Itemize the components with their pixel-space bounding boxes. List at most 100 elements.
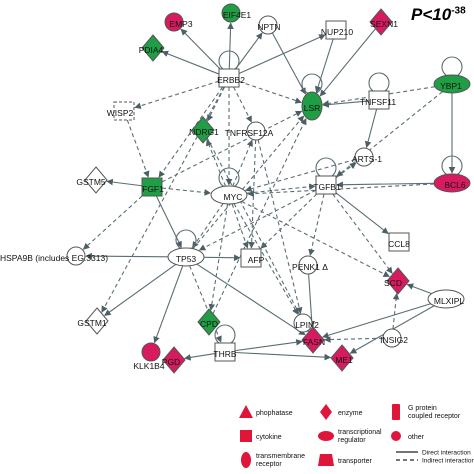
node-mlxipl[interactable]: MLXIPL [427,289,465,309]
node-afp[interactable]: AFP [240,248,265,268]
edge-arts1-myc [245,158,356,192]
edge-tgfb1-penk1 [308,193,325,256]
node-thrb[interactable]: THRB [213,342,237,362]
self-loop-tp53 [175,229,197,251]
node-label: AFP [248,255,265,265]
node-label: HSPA9B (includes EG:3313) [0,253,108,263]
edge-ndrg1-fasn [206,137,309,332]
node-label: BCL6 [444,180,466,190]
edge-mlxipl-scd [406,283,432,295]
node-insig2[interactable]: INSIG2 [380,328,408,348]
edge-layer [82,22,456,361]
node-tnfsf11[interactable]: TNFSF11 [360,90,396,110]
node-arts1[interactable]: ARTS-1 [352,147,382,167]
node-lsr[interactable]: LSR [301,91,323,121]
node-hspa9b[interactable]: HSPA9B (includes EG:3313) [0,246,108,266]
node-tgfb1[interactable]: TGFB1 [313,175,341,195]
edge-nup210-lsr [314,38,334,93]
node-label: FGF1 [142,184,164,194]
node-nup210[interactable]: NUP210 [321,20,353,40]
node-shape [433,173,471,193]
node-label: KLK1B4 [133,361,164,371]
edge-tp53-fasn [196,263,306,336]
legend-item-enzyme: enzyme [320,404,363,420]
edge-penk1-fasn [308,273,316,328]
node-penk1[interactable]: PENK1 Δ [292,255,328,275]
edge-fgf1-lsr [161,110,303,183]
node-lpin2[interactable]: LPIN2 [293,313,319,333]
node-label: WISP2 [107,108,134,118]
node-shape [84,166,108,194]
node-tp53[interactable]: TP53 [167,247,205,267]
node-shape [301,326,325,354]
node-wisp2[interactable]: WISP2 [107,101,135,121]
node-cpd[interactable]: CPD [197,308,221,336]
edge-fgf1-myc [161,187,212,196]
legend-trapezoid-icon [318,454,334,466]
node-label: NDRG1 [189,127,219,137]
edge-tp53-lsr [192,115,305,250]
node-shape [427,289,465,309]
legend-label: phophatase [256,410,293,417]
legend-rect-tall-icon [392,404,400,420]
legend-ellipse-icon [318,431,334,441]
edge-erbb2-fgf1 [158,86,224,178]
node-ccl8[interactable]: CCL8 [388,232,410,252]
node-label: PDIA4 [139,45,164,55]
edge-erbb2-eif4e1 [227,22,234,70]
edge-mlxipl-fasn [322,303,431,339]
node-shape [113,101,135,121]
significance-text: P<10 [411,5,452,24]
node-label: INSIG2 [380,335,408,345]
edge-tp53-afp [203,254,241,262]
node-shape [354,147,374,167]
node-erbb2[interactable]: ERBB2 [217,68,245,88]
node-tnfrsf12a[interactable]: TNFRSF12A [225,121,274,141]
node-label: LSR [304,103,321,113]
node-shape [382,328,402,348]
node-label: CCL8 [388,239,410,249]
edge-thrb-fasn [234,339,303,352]
node-fgf1[interactable]: FGF1 [141,177,164,197]
edge-tgfb1-afp [260,193,318,249]
node-shape [315,175,337,195]
node-gstm5[interactable]: GSTM5 [76,166,108,194]
node-shape [298,255,318,275]
node-shape [191,116,215,144]
node-pdia4[interactable]: PDIA4 [139,34,165,62]
node-label: ARTS-1 [352,154,382,164]
node-gstm1[interactable]: GSTM1 [77,307,109,335]
node-pgd[interactable]: PGD [162,346,186,374]
node-ndrg1[interactable]: NDRG1 [189,116,219,144]
edge-erbb2-nup210 [238,34,326,75]
node-shape [330,344,354,372]
node-ybp1[interactable]: YBP1 [433,74,471,94]
node-label: TP53 [176,254,197,264]
node-nptn[interactable]: NPTN [257,15,281,35]
node-bcl6[interactable]: BCL6 [433,173,471,193]
node-label: THRB [213,349,236,359]
node-eif4e1[interactable]: EIF4E1 [221,3,251,23]
node-shape [369,8,393,36]
edge-erbb2-pdia4 [161,50,220,75]
node-myc[interactable]: MYC [210,185,248,205]
edge-nptn-lsr [271,32,306,95]
node-shape [214,342,236,362]
node-shape [240,248,262,268]
node-klk1b4[interactable]: KLK1B4 [133,342,165,371]
legend-circle-icon [391,431,401,441]
node-label: ME1 [335,355,353,365]
node-me1[interactable]: ME1 [330,344,354,372]
edge-erbb2-ndrg1 [207,86,225,122]
significance-exponent: -38 [451,5,466,17]
edge-erbb2-tnfrsf12a [233,86,252,123]
node-sexn1[interactable]: SEXN1 [369,8,398,36]
edge-tgfb1-ccl8 [335,192,389,235]
edge-thrb-me1 [234,351,332,361]
node-scd[interactable]: SCD [384,267,410,295]
node-fasn[interactable]: FASN [301,326,325,354]
edge-tgfb1-arts1 [335,162,357,179]
node-emp3[interactable]: EMP3 [164,12,193,32]
